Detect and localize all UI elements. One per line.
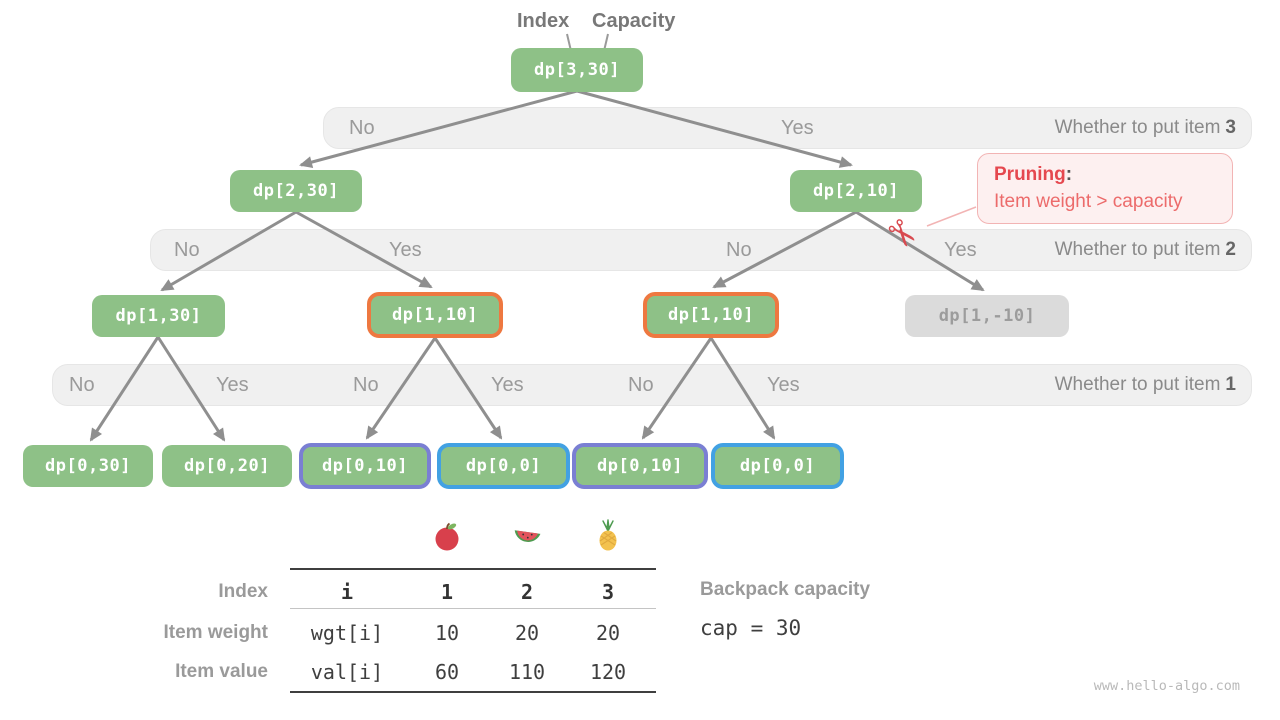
table-val-label: val[i] — [310, 660, 384, 684]
pruning-body: Item weight > capacity — [994, 191, 1183, 212]
pruning-title-line: Pruning: — [994, 162, 1216, 188]
table-top-rule — [290, 568, 656, 570]
decision-band-item-1: No Yes No Yes No Yes Whether to put item… — [52, 364, 1252, 406]
tree-node-dp-0-30: dp[0,30] — [23, 445, 153, 487]
band2-no-label-1: No — [174, 239, 200, 261]
backpack-capacity-value: cap = 30 — [700, 616, 802, 640]
band2-no-label-2: No — [726, 239, 752, 261]
capacity-pointer-label: Capacity — [592, 10, 676, 32]
apple-icon — [435, 522, 459, 551]
pruning-title: Pruning — [994, 164, 1066, 185]
table-row-label-value: Item value — [175, 661, 268, 682]
table-row-label-index: Index — [218, 581, 268, 602]
table-wgt-3: 20 — [595, 621, 621, 645]
band3-yes-label: Yes — [781, 117, 814, 139]
tree-node-dp-2-10: dp[2,10] — [790, 170, 922, 212]
table-mid-rule — [290, 608, 656, 609]
table-row-label-weight: Item weight — [163, 622, 268, 643]
table-wgt-label: wgt[i] — [310, 621, 384, 645]
watermelon-icon — [514, 530, 541, 542]
table-bottom-rule — [290, 691, 656, 693]
band1-yes-label-1: Yes — [216, 374, 249, 396]
band1-no-label-2: No — [353, 374, 379, 396]
pruning-callout: Pruning: Item weight > capacity — [977, 153, 1233, 224]
table-val-3: 120 — [589, 660, 627, 684]
tree-node-dp-2-30: dp[2,30] — [230, 170, 362, 212]
tree-node-dp-0-10-b: dp[0,10] — [572, 443, 708, 489]
tree-node-dp-0-20: dp[0,20] — [162, 445, 292, 487]
band1-item-number: 1 — [1225, 374, 1236, 395]
table-val-2: 110 — [508, 660, 546, 684]
tree-node-dp-1-30: dp[1,30] — [92, 295, 225, 337]
tree-node-dp-1-10-a: dp[1,10] — [367, 292, 503, 338]
tree-node-dp-1-10-b: dp[1,10] — [643, 292, 779, 338]
index-pointer-label: Index — [517, 10, 570, 32]
tree-node-dp-0-10-a: dp[0,10] — [299, 443, 431, 489]
table-wgt-1: 10 — [434, 621, 460, 645]
band1-no-label-1: No — [69, 374, 95, 396]
band1-question-text: Whether to put item — [1054, 374, 1221, 395]
band1-no-label-3: No — [628, 374, 654, 396]
pruning-colon: : — [1065, 164, 1073, 185]
table-val-1: 60 — [434, 660, 460, 684]
pineapple-icon — [599, 519, 617, 551]
watermark: www.hello-algo.com — [1093, 678, 1240, 694]
table-header-2: 2 — [520, 580, 534, 604]
tree-node-dp-0-0-a: dp[0,0] — [437, 443, 570, 489]
band2-item-number: 2 — [1225, 239, 1236, 260]
tree-node-dp-3-30: dp[3,30] — [511, 48, 643, 92]
tree-node-dp-1-neg10: dp[1,-10] — [905, 295, 1069, 337]
table-header-i: i — [340, 580, 354, 604]
table-wgt-2: 20 — [514, 621, 540, 645]
backpack-capacity-label: Backpack capacity — [700, 579, 871, 600]
band1-yes-label-3: Yes — [767, 374, 800, 396]
tree-node-dp-0-0-b: dp[0,0] — [711, 443, 844, 489]
band1-yes-label-2: Yes — [491, 374, 524, 396]
band3-no-label: No — [349, 117, 375, 139]
table-header-1: 1 — [440, 580, 454, 604]
band3-item-number: 3 — [1225, 117, 1236, 138]
band2-question-text: Whether to put item — [1054, 239, 1221, 260]
band2-yes-label-2: Yes — [944, 239, 977, 261]
band2-yes-label-1: Yes — [389, 239, 422, 261]
band3-question-text: Whether to put item — [1054, 117, 1221, 138]
table-header-3: 3 — [601, 580, 615, 604]
pruning-connector-line — [926, 206, 977, 227]
